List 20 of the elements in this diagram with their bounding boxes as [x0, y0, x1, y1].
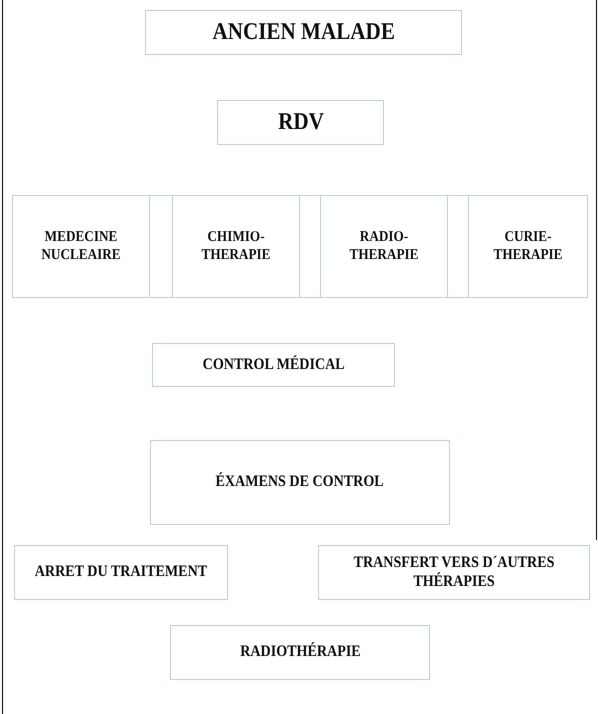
box-label: RADIOTHÉRAPIE	[240, 643, 360, 662]
box-label: TRANSFERT VERS D´AUTRES THÉRAPIES	[352, 554, 556, 591]
process-box	[217, 100, 384, 145]
process-box	[320, 195, 448, 298]
process-box	[14, 545, 228, 600]
process-box	[170, 625, 430, 680]
process-box	[318, 545, 590, 600]
box-label: MEDECINE NUCLEAIRE	[40, 229, 122, 264]
box-label: RDV	[278, 108, 324, 136]
box-label: CURIE- THERAPIE	[492, 229, 564, 264]
box-label: ÉXAMENS DE CONTROL	[216, 473, 384, 492]
box-label: CHIMIO- THERAPIE	[200, 229, 272, 264]
box-label: CONTROL MÉDICAL	[202, 356, 344, 374]
box-label: ANCIEN MALADE	[212, 18, 395, 46]
process-box	[172, 195, 300, 298]
process-box	[152, 343, 395, 387]
box-label: ARRET DU TRAITEMENT	[34, 563, 208, 582]
box-label: RADIO- THERAPIE	[348, 229, 420, 264]
process-box	[150, 440, 450, 525]
process-box	[145, 10, 462, 55]
